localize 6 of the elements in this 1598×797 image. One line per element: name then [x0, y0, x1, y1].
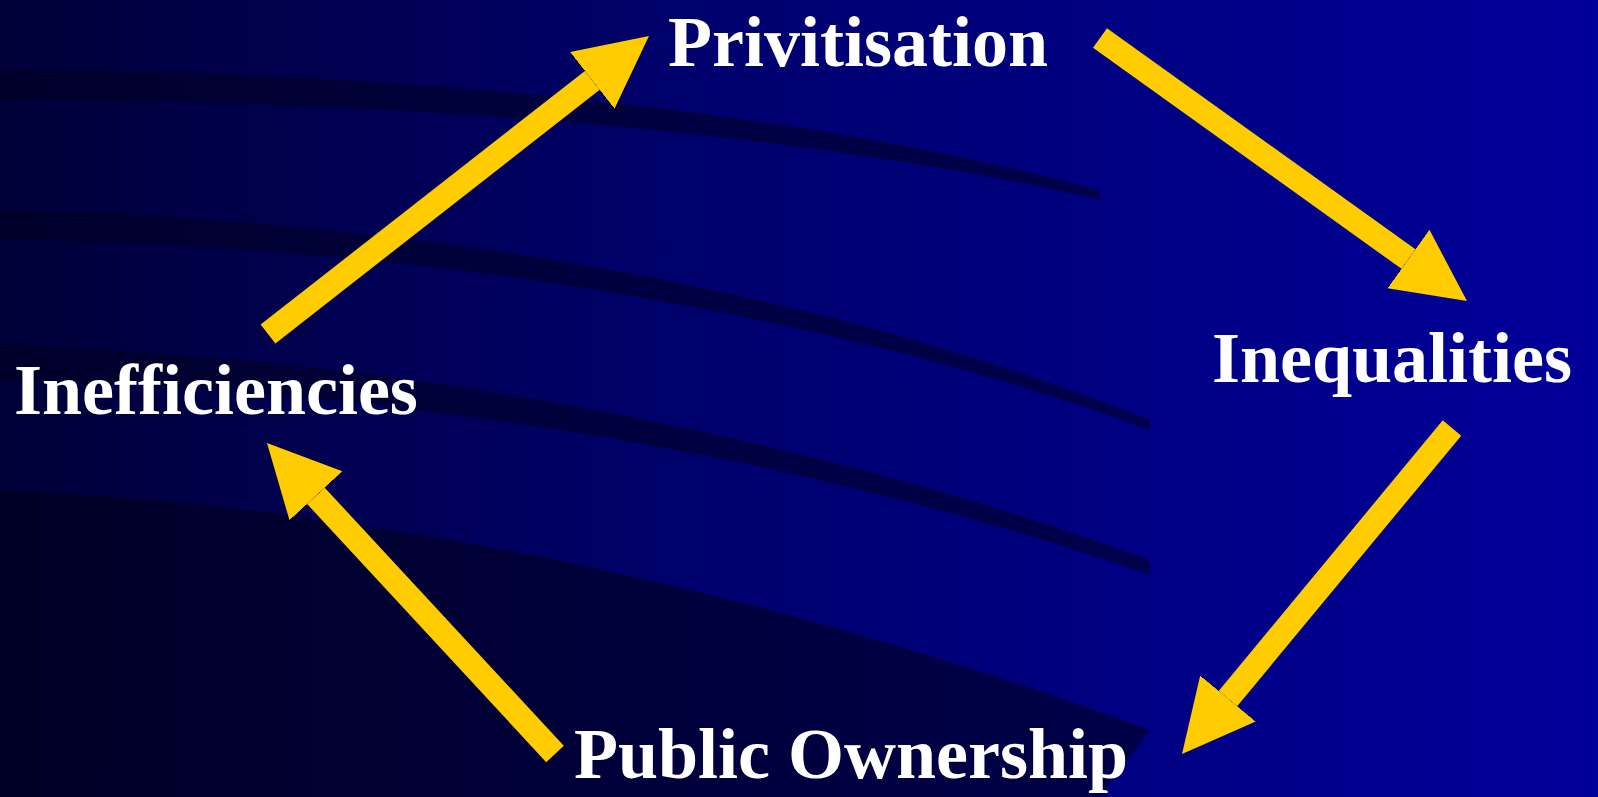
arrow — [260, 36, 649, 344]
arrow — [1182, 420, 1462, 754]
arrow — [1093, 28, 1467, 301]
node-label: Privitisation — [668, 6, 1048, 78]
node-label: Inefficiencies — [14, 354, 418, 426]
arrow — [267, 443, 564, 763]
